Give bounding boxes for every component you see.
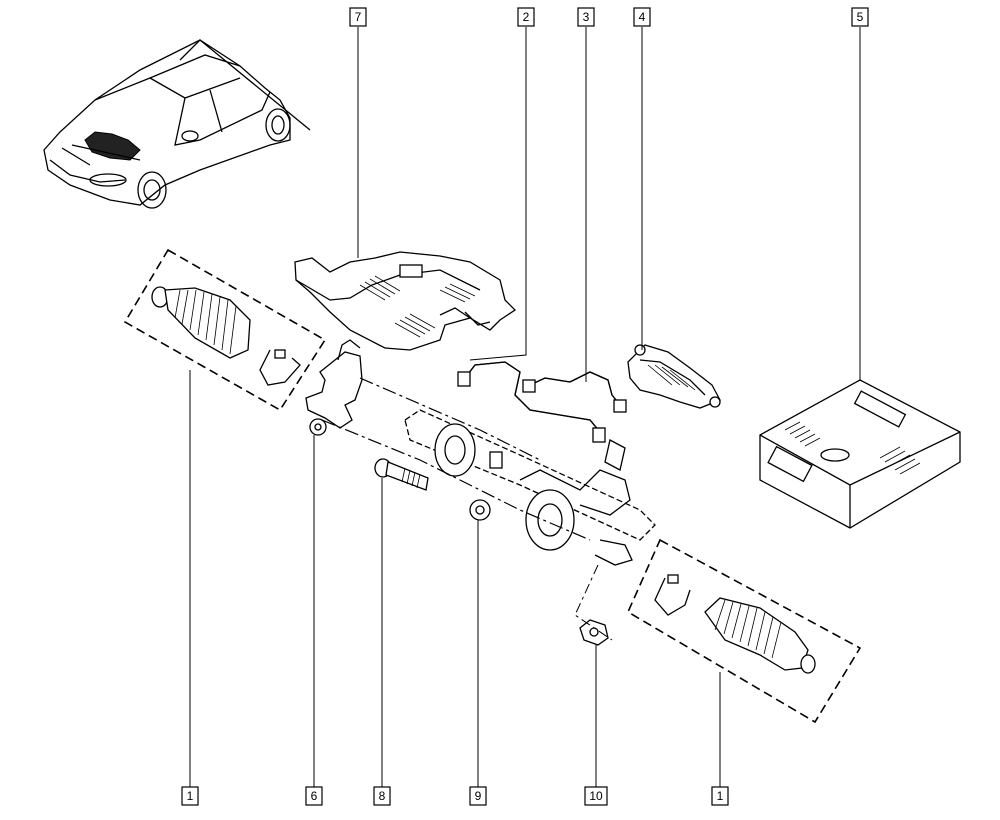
callout-5-label: 5 [857,10,864,24]
callout-8-label: 8 [379,789,386,803]
mounting-bracket-part [305,339,363,436]
callout-1-right-label: 1 [717,789,724,803]
seal-kit-part [627,344,721,409]
callout-10-label: 10 [589,789,603,803]
callout-9-label: 9 [475,789,482,803]
repair-kit-box-part [759,379,961,529]
callout-8: 8 [373,786,391,806]
callout-1-right: 1 [711,786,729,806]
assembly-axis-lines [321,377,613,641]
washer-part [469,499,491,521]
callout-4: 4 [633,7,651,27]
bolt-part [374,458,429,491]
callout-6-label: 6 [311,789,318,803]
callout-7: 7 [349,7,367,27]
nut-part [579,619,609,646]
heat-shield-part [294,251,517,351]
callout-5: 5 [851,7,869,27]
callout-3: 3 [577,7,595,27]
callout-10: 10 [584,786,608,806]
leader-lines [189,27,861,787]
callout-9: 9 [469,786,487,806]
callout-4-label: 4 [639,10,646,24]
car-location-illustration [43,39,311,209]
steering-rack-body [404,409,656,566]
hydraulic-pipe-2 [457,361,606,443]
callout-2-label: 2 [523,10,530,24]
gaiter-kit-right [626,538,862,724]
hydraulic-pipe-3 [522,371,627,413]
callout-2: 2 [517,7,535,27]
callout-1-left-label: 1 [187,789,194,803]
callout-1-left: 1 [181,786,199,806]
callout-3-label: 3 [583,10,590,24]
callout-7-label: 7 [355,10,362,24]
gaiter-kit-left [123,248,327,412]
callout-6: 6 [305,786,323,806]
